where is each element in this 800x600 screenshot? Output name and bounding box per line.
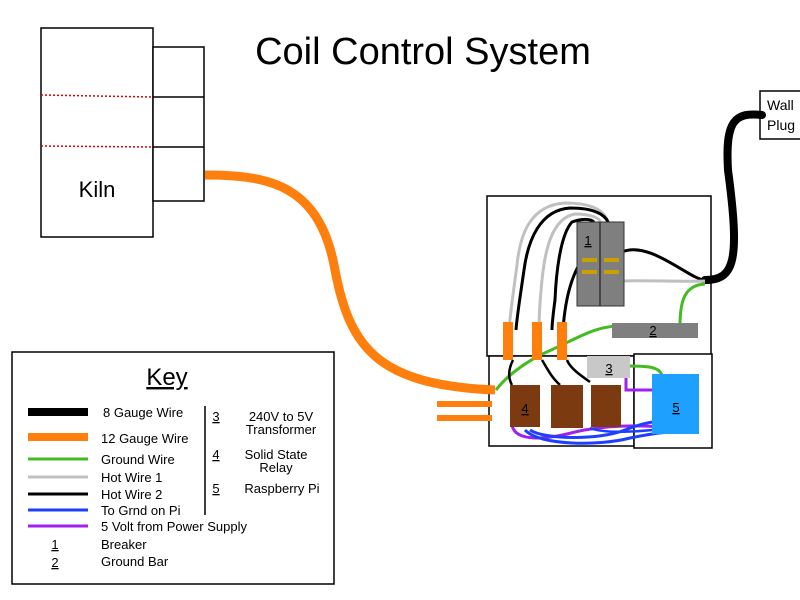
kiln: Kiln [40,27,205,238]
legend-label: Solid State [245,447,308,462]
diagram-title: Coil Control System [255,31,591,73]
legend-label: 8 Gauge Wire [103,405,183,420]
legend-label: Hot Wire 1 [101,470,162,485]
transformer: 3 [587,356,630,378]
kiln-terminal-box [152,46,205,202]
legend-label: Breaker [101,537,147,552]
kiln-label: Kiln [79,177,116,202]
terminal-12-gauge [503,322,513,360]
legend-label: 12 Gauge Wire [101,431,188,446]
wire-hot-2-feed [621,248,706,282]
ground-bar-body [612,323,698,338]
legend-number: 1 [51,537,58,552]
ground-bar-number: 2 [649,323,656,338]
legend-number: 5 [212,481,219,496]
wire-hot-2 [550,217,596,331]
wire-hot-2 [514,206,610,331]
wall-plug-label-line2: Plug [767,117,795,133]
legend-label: To Grnd on Pi [101,503,181,518]
legend-box [11,351,335,585]
legend-number: 2 [51,555,58,570]
legend: Key 8 Gauge Wire 12 Gauge Wire Ground Wi… [11,351,335,585]
legend-label: 5 Volt from Power Supply [101,519,247,534]
terminal-12-gauge [532,322,542,360]
kiln-coil-line [40,94,154,98]
legend-label: 240V to 5V [249,409,314,424]
transformer-body [587,356,630,378]
wire-ground-pi [627,364,664,377]
wire-12-gauge [204,170,496,395]
legend-label: Ground Wire [101,452,175,467]
relay [591,385,621,427]
wall-plug-label-line1: Wall [767,97,794,113]
kiln-body [40,27,154,238]
wire-hot-1 [537,212,602,331]
breaker-number: 1 [584,233,591,248]
wall-plug: Wall Plug [759,90,800,140]
wire-8-gauge [701,110,766,284]
solid-state-relays: 4 [510,385,621,428]
transformer-number: 3 [605,361,612,376]
legend-label: Hot Wire 2 [101,487,162,502]
legend-label: Transformer [246,422,317,437]
terminal-12-gauge [557,322,567,360]
kiln-coil-line [40,145,154,148]
breaker: 1 [576,221,625,307]
raspberry-pi: 5 [652,374,699,434]
wall-plug-box [759,90,800,140]
legend-number: 4 [212,447,219,462]
wire-ground-feed [678,282,706,327]
relay-number: 4 [521,401,528,416]
ground-bar: 2 [612,323,698,338]
relay [551,385,583,428]
wire-hot-1 [507,201,610,331]
raspberry-pi-number: 5 [672,400,679,415]
legend-title: Key [146,364,187,391]
relay [510,385,540,427]
wire-hot-1-feed [621,279,706,283]
legend-label: Raspberry Pi [244,481,319,496]
legend-number: 3 [212,409,219,424]
legend-label: Ground Bar [101,554,169,569]
legend-label: Relay [259,460,293,475]
raspberry-pi-body [652,374,699,434]
